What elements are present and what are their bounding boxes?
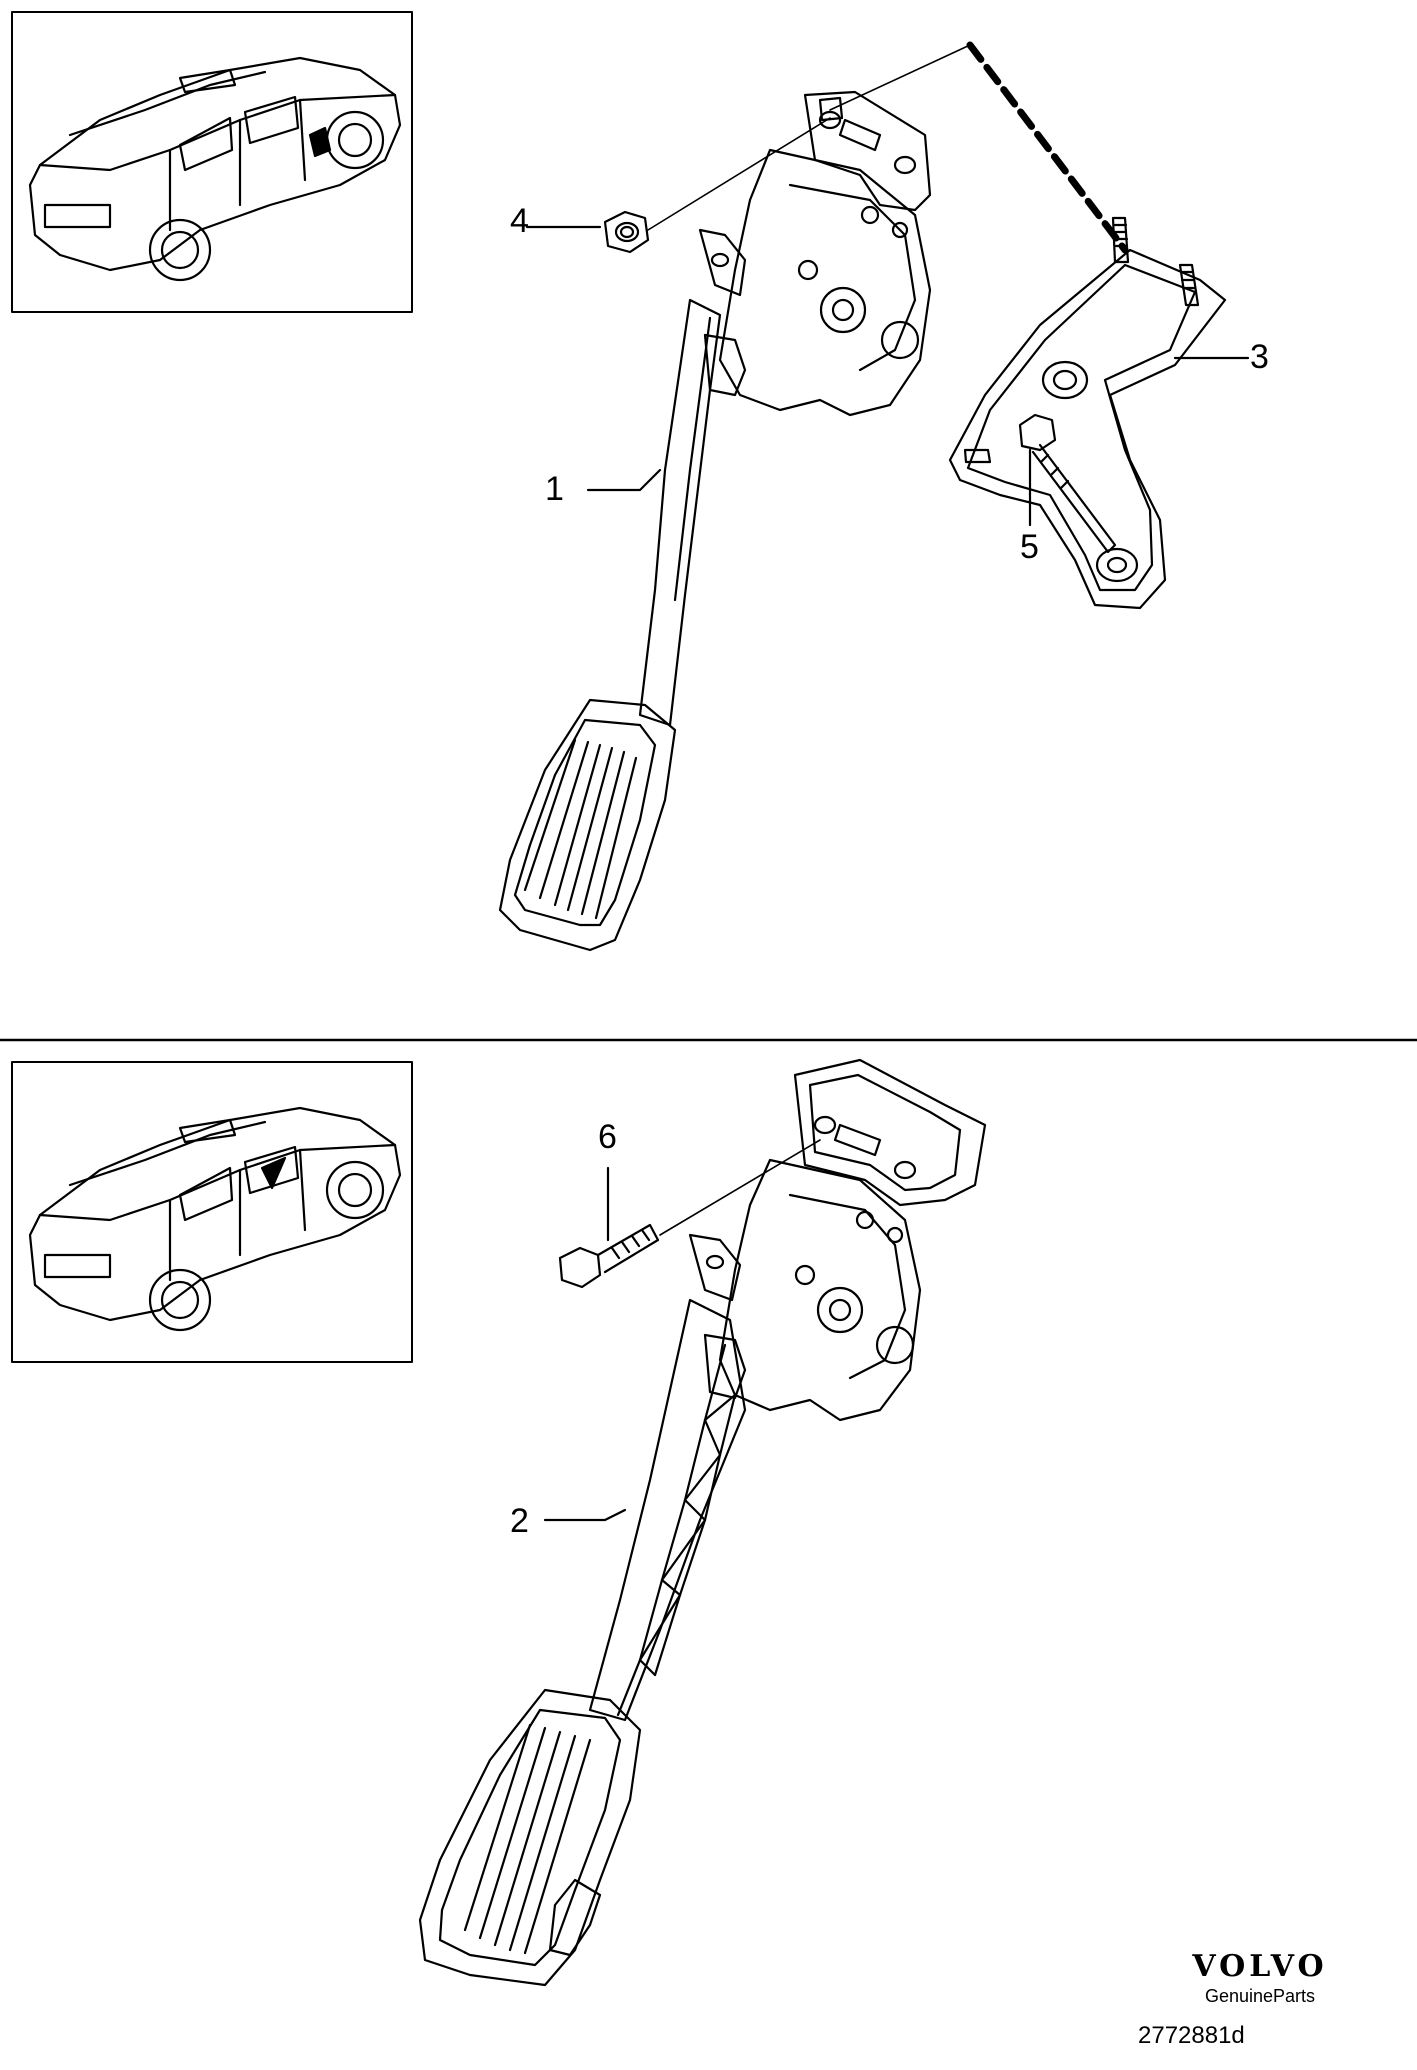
- locator-car-top: [11, 11, 413, 313]
- drawing-number: 2772881d: [1138, 2022, 1245, 2049]
- callout-3: 3: [1250, 338, 1269, 376]
- nut-item-4: [525, 117, 831, 254]
- bolt-item-6: [558, 1139, 821, 1289]
- brand-block: VOLVO GenuineParts: [1130, 1950, 1390, 2008]
- bolt-item-5: [1018, 413, 1117, 554]
- locator-car-bottom: [11, 1061, 413, 1363]
- brand-logo: VOLVO: [1192, 1949, 1328, 1984]
- callout-6: 6: [598, 1118, 617, 1156]
- brand-tagline: GenuineParts: [1204, 1986, 1316, 2006]
- callout-1: 1: [545, 470, 564, 508]
- callout-4: 4: [510, 202, 529, 240]
- callout-2: 2: [510, 1502, 529, 1540]
- callout-5: 5: [1020, 528, 1039, 566]
- accelerator-pedal-2: [418, 1058, 987, 1987]
- accelerator-pedal-1: [498, 90, 932, 952]
- bracket-item-3: [948, 216, 1250, 610]
